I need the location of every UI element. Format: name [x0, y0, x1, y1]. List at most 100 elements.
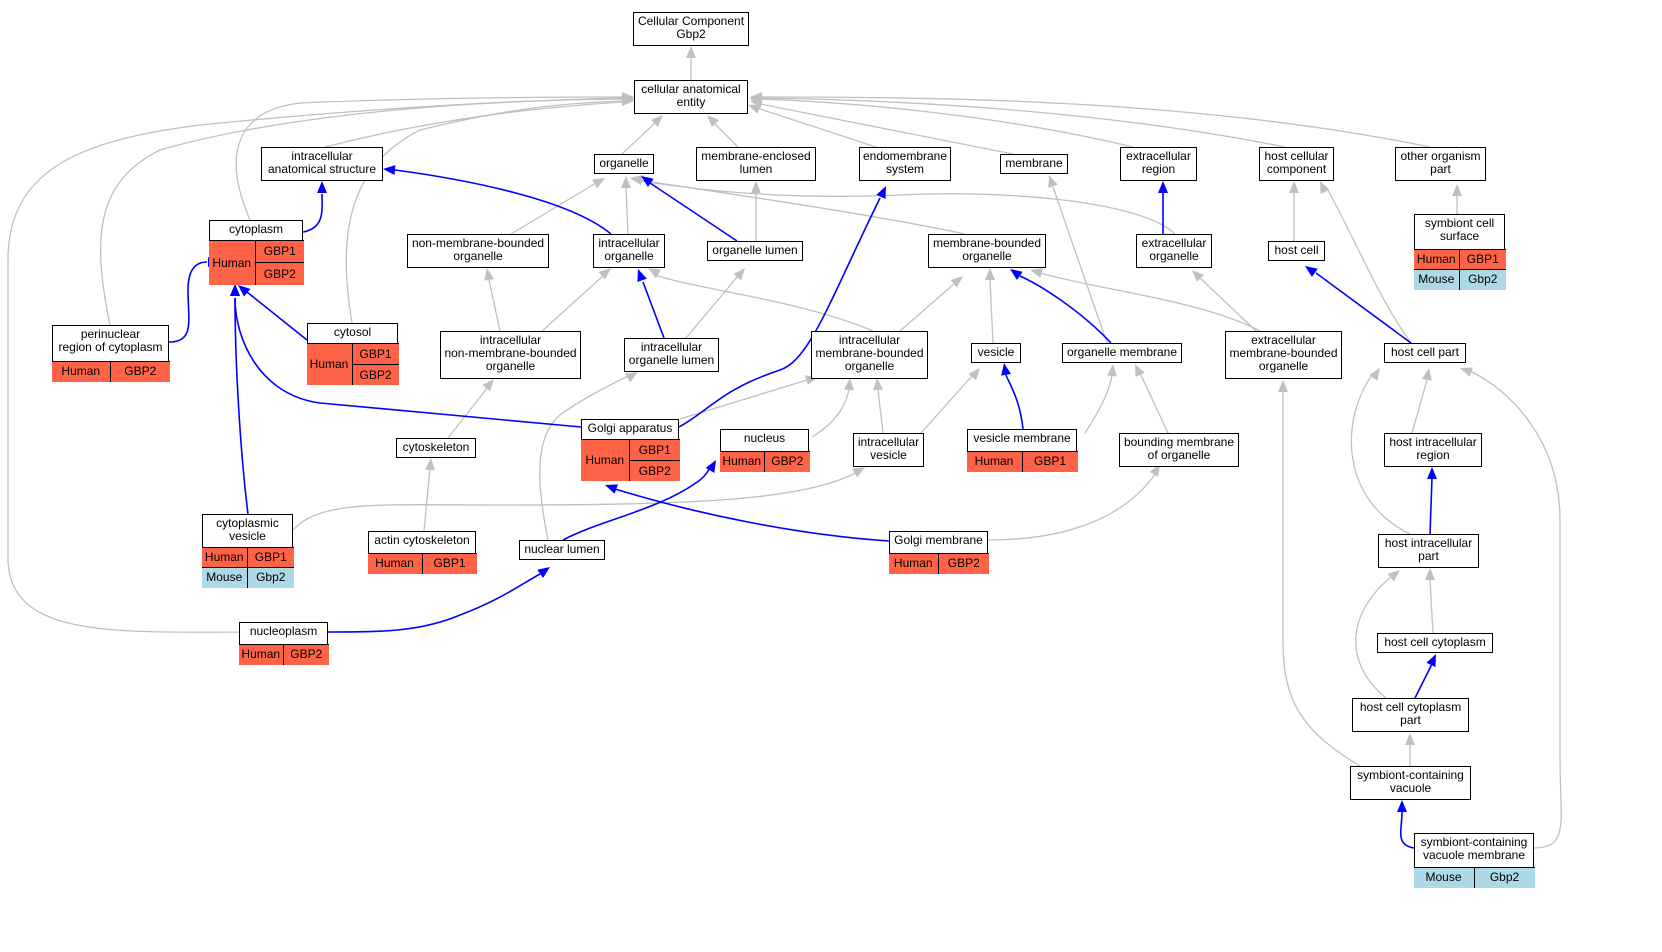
node-label-line: component — [1266, 162, 1327, 176]
edge-line — [1355, 575, 1393, 699]
edge-line — [621, 122, 656, 155]
edge-arrowhead — [424, 458, 435, 471]
edge-line — [541, 275, 604, 332]
node-nuclum[interactable]: nuclear lumen — [519, 540, 605, 560]
node-ol[interactable]: organelle lumen — [707, 241, 803, 261]
node-label-line: part — [1400, 713, 1421, 727]
edge-line — [447, 386, 489, 439]
node-label-line: bounding membrane — [1123, 435, 1235, 449]
node-membrane[interactable]: membrane — [1000, 154, 1068, 174]
node-label-line: nucleus — [743, 431, 786, 445]
edge-line — [539, 374, 631, 541]
edge-line — [899, 282, 956, 332]
edge-line — [1429, 477, 1433, 535]
edge-line — [234, 297, 249, 515]
node-hostcell[interactable]: host cell — [1268, 241, 1325, 261]
edge-arrowhead — [1369, 368, 1380, 381]
node-label-line: extracellular — [1126, 149, 1191, 163]
node-label-line: anatomical structure — [267, 162, 377, 176]
node-label-line: organelle lumen — [712, 243, 798, 257]
node-organelle[interactable]: organelle — [594, 154, 654, 174]
node-label-line: nucleoplasm — [249, 624, 318, 638]
node-label: organelle lumen — [708, 242, 802, 257]
edge-arrowhead — [537, 567, 550, 578]
edge-arrowhead — [648, 268, 661, 279]
edge-arrowhead — [748, 104, 761, 114]
edge-line — [614, 488, 890, 542]
node-hcp[interactable]: host cell part — [1384, 343, 1466, 363]
edge-arrowhead — [1305, 266, 1318, 277]
node-label-line: lumen — [739, 162, 773, 176]
edge-line — [324, 101, 623, 148]
node-label-line: part — [1430, 162, 1451, 176]
node-cytoskel[interactable]: cytoskeleton — [396, 438, 476, 458]
node-label: cytoplasm — [210, 221, 302, 236]
node-orgmem[interactable]: organelle membrane — [1062, 343, 1182, 363]
node-label-line: vesicle membrane — [973, 431, 1071, 445]
edge-arrowhead — [985, 268, 995, 280]
node-vesicle[interactable]: vesicle — [971, 343, 1021, 363]
edge-arrowhead — [598, 268, 611, 280]
edge-line — [685, 275, 739, 339]
gene-cell: Gbp2 — [1473, 867, 1535, 888]
edge-line — [562, 466, 711, 541]
edge-line — [759, 103, 1014, 155]
edge-arrowhead — [750, 92, 762, 102]
edge-line — [423, 467, 431, 532]
edge-line — [246, 291, 308, 341]
gene-cell: GBP1 — [359, 346, 392, 361]
edge-arrowhead — [1460, 367, 1473, 377]
node-hccyt[interactable]: host cell cytoplasm — [1377, 633, 1493, 653]
edge-line — [625, 187, 629, 235]
edge-arrowhead — [707, 115, 720, 128]
species-cell: Human — [367, 553, 422, 574]
